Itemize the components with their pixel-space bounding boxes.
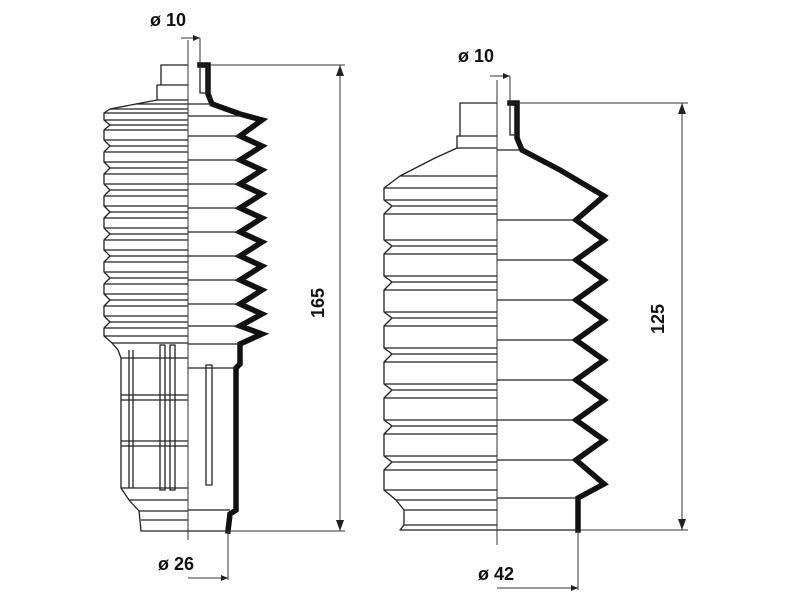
boot-large-bottom-diameter-label: ø 42 [478, 564, 514, 584]
boot-small-right-details [188, 64, 240, 532]
boot-small-length-label: 165 [308, 288, 328, 318]
boot-small-lower-section [121, 344, 188, 521]
boot-large-dimensions: ø 10 125 ø 42 [458, 46, 688, 591]
boot-small-ribs [104, 84, 188, 344]
boot-large-length-label: 125 [648, 304, 668, 334]
boot-large [383, 80, 609, 545]
boot-small-bottom-diameter-label: ø 26 [158, 554, 194, 574]
boot-large-right-details [497, 102, 578, 531]
boot-small [103, 40, 270, 540]
boot-large-ribs [384, 135, 497, 526]
boot-small-dimensions: ø 10 165 ø 26 [150, 10, 345, 581]
boot-small-top-diameter-label: ø 10 [150, 10, 186, 30]
boot-large-top-diameter-label: ø 10 [458, 46, 494, 66]
boot-small-right-profile [197, 62, 270, 535]
boot-large-right-profile [507, 100, 609, 533]
boot-large-left-outline [383, 102, 497, 531]
